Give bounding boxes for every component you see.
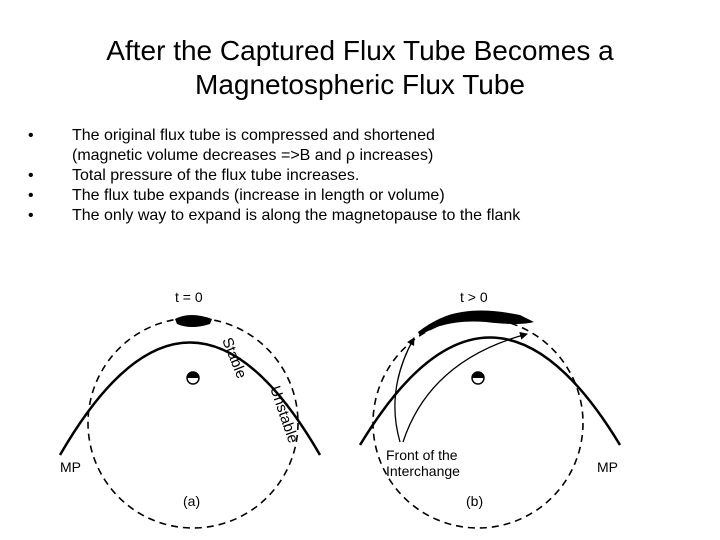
front-label-line-1: Front of the	[386, 447, 458, 463]
bullet-item: • The only way to expand is along the ma…	[28, 206, 708, 226]
dashed-circle	[87, 317, 299, 529]
slide-title-line-2: Magnetospheric Flux Tube	[195, 69, 525, 100]
panel-b-caption: (b)	[466, 493, 483, 509]
planet-symbol	[186, 371, 200, 385]
bullet-item: • The original flux tube is compressed a…	[28, 126, 708, 166]
bullet-marker: •	[28, 207, 34, 224]
interchange-arrow	[402, 331, 528, 443]
panel-a: t = 0 Stable Unstable MP (a)	[58, 289, 322, 529]
bullet-text: The flux tube expands (increase in lengt…	[72, 187, 445, 204]
magnetopause-curve	[58, 341, 322, 456]
flux-tube-blob	[175, 315, 212, 327]
bullet-text-continuation: (magnetic volume decreases =>B and ρ inc…	[72, 147, 434, 164]
panel-b-mp-label: MP	[597, 459, 618, 475]
panel-b: t > 0 Front of the Interchange MP (b)	[358, 289, 622, 529]
bullet-marker: •	[28, 167, 34, 184]
bullet-marker: •	[28, 187, 34, 204]
flux-tube-blob-expanded	[418, 310, 534, 336]
unstable-label: Unstable	[266, 384, 301, 446]
interchange-arrow	[394, 337, 415, 443]
panel-b-time-label: t > 0	[460, 289, 488, 305]
magnetopause-curve	[358, 336, 622, 446]
panel-a-time-label: t = 0	[175, 289, 203, 305]
bullet-text: The only way to expand is along the magn…	[72, 207, 521, 224]
front-label-line-2: Interchange	[386, 463, 460, 479]
bullet-list: • The original flux tube is compressed a…	[28, 126, 708, 226]
stable-label: Stable	[218, 335, 250, 381]
bullet-item: • The flux tube expands (increase in len…	[28, 186, 708, 206]
panel-a-caption: (a)	[183, 493, 200, 509]
interchange-figure: t = 0 Stable Unstable MP (a) t > 0 Front…	[58, 289, 622, 529]
planet-symbol	[471, 371, 485, 385]
slide-title-line-1: After the Captured Flux Tube Becomes a	[106, 35, 614, 66]
bullet-marker: •	[28, 127, 34, 144]
bullet-text: The original flux tube is compressed and…	[72, 127, 435, 144]
dashed-circle	[372, 317, 584, 529]
panel-a-mp-label: MP	[60, 459, 81, 475]
slide-title: After the Captured Flux Tube Becomes a M…	[0, 34, 720, 102]
bullet-item: • Total pressure of the flux tube increa…	[28, 166, 708, 186]
bullet-text: Total pressure of the flux tube increase…	[72, 167, 360, 184]
